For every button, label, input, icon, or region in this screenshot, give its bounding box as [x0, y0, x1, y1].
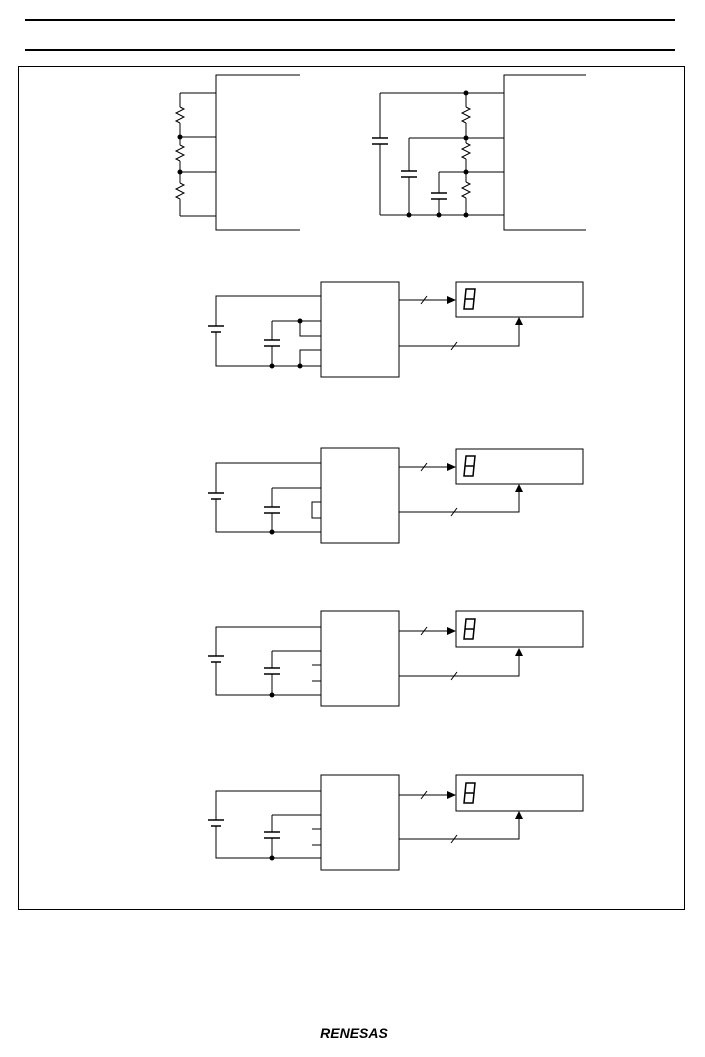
- junction-dot: [463, 135, 469, 141]
- battery-plates: [208, 655, 224, 663]
- bus-arrow: [515, 317, 523, 325]
- chip-block: [320, 774, 400, 871]
- tap-wires: [380, 92, 504, 216]
- junction-dot: [269, 692, 275, 698]
- junction-dot: [297, 363, 303, 369]
- bus-arrow: [447, 463, 456, 471]
- capacitor-2-plates: [401, 170, 417, 178]
- capacitor-plates: [264, 506, 280, 514]
- capacitor-3-plates: [431, 192, 447, 200]
- chip-outline: [215, 74, 300, 231]
- junction-dot: [436, 212, 442, 218]
- bus-arrow: [515, 811, 523, 819]
- bus-slash: [420, 790, 428, 800]
- chip-block: [320, 281, 400, 378]
- bus-slash: [450, 834, 458, 844]
- resistor-2: [174, 144, 186, 162]
- header-rule-bottom: [25, 49, 675, 51]
- lcd-digit-icon: [463, 618, 476, 640]
- battery-plates: [208, 819, 224, 827]
- lcd-panel: [455, 281, 584, 318]
- chip-block: [320, 610, 400, 707]
- pin-wiring: [272, 650, 321, 682]
- chip-outline: [503, 74, 586, 231]
- power-loop-wires: [215, 462, 321, 533]
- resistor-3: [460, 181, 472, 199]
- resistor-2: [460, 142, 472, 160]
- battery-plates: [208, 325, 224, 333]
- figure-frame: [18, 66, 685, 910]
- bus-slash: [420, 462, 428, 472]
- common-bus: [399, 323, 520, 347]
- bus-arrow: [515, 648, 523, 656]
- resistor-3: [174, 182, 186, 200]
- junction-dot: [269, 855, 275, 861]
- junction-dot: [177, 169, 183, 175]
- renesas-logo: RENESAS: [320, 1025, 388, 1041]
- power-loop-wires: [215, 295, 321, 367]
- bias-circuit-with-capacitors: [372, 74, 586, 231]
- bus-arrow: [515, 484, 523, 492]
- bus-arrow: [447, 296, 456, 304]
- resistor-1: [460, 106, 472, 124]
- junction-dot: [463, 90, 469, 96]
- common-bus: [399, 654, 520, 677]
- junction-dot: [269, 529, 275, 535]
- bus-arrow: [447, 791, 456, 799]
- bias-circuit-resistor-divider: [174, 74, 300, 231]
- junction-dot: [463, 212, 469, 218]
- common-bus: [399, 490, 520, 513]
- lcd-panel: [455, 610, 584, 648]
- lcd-panel: [455, 774, 584, 812]
- tap-wires: [180, 92, 216, 217]
- header-rule-top: [25, 19, 675, 21]
- bus-slash: [450, 507, 458, 517]
- bus-slash: [420, 626, 428, 636]
- junction-dot: [463, 169, 469, 175]
- resistor-1: [174, 106, 186, 124]
- pin-wiring: [272, 814, 321, 846]
- pin-wiring: [272, 320, 321, 366]
- pin-wiring: [272, 487, 321, 519]
- junction-dot: [269, 363, 275, 369]
- battery-plates: [208, 492, 224, 500]
- capacitor-plates: [264, 831, 280, 839]
- lcd-digit-icon: [463, 455, 476, 477]
- lcd-drive-circuit-3: [208, 610, 584, 707]
- lcd-drive-circuit-2: [208, 447, 584, 544]
- bus-slash: [450, 671, 458, 681]
- lcd-drive-circuit-1: [208, 281, 584, 378]
- junction-dot: [297, 318, 303, 324]
- lcd-digit-icon: [463, 782, 476, 804]
- capacitor-plates: [264, 667, 280, 675]
- junction-dot: [177, 134, 183, 140]
- power-loop-wires: [215, 626, 321, 696]
- bus-arrow: [447, 627, 456, 635]
- capacitor-1-plates: [372, 137, 388, 145]
- common-bus: [399, 817, 520, 840]
- lcd-panel: [455, 448, 584, 485]
- lcd-drive-circuit-4: [208, 774, 584, 871]
- power-loop-wires: [215, 790, 321, 859]
- logo-text: RENESAS: [320, 1025, 388, 1041]
- capacitor-plates: [264, 339, 280, 347]
- junction-dot: [406, 212, 412, 218]
- chip-block: [320, 447, 400, 544]
- bus-slash: [450, 341, 458, 351]
- lcd-digit-icon: [463, 288, 476, 310]
- bus-slash: [420, 295, 428, 305]
